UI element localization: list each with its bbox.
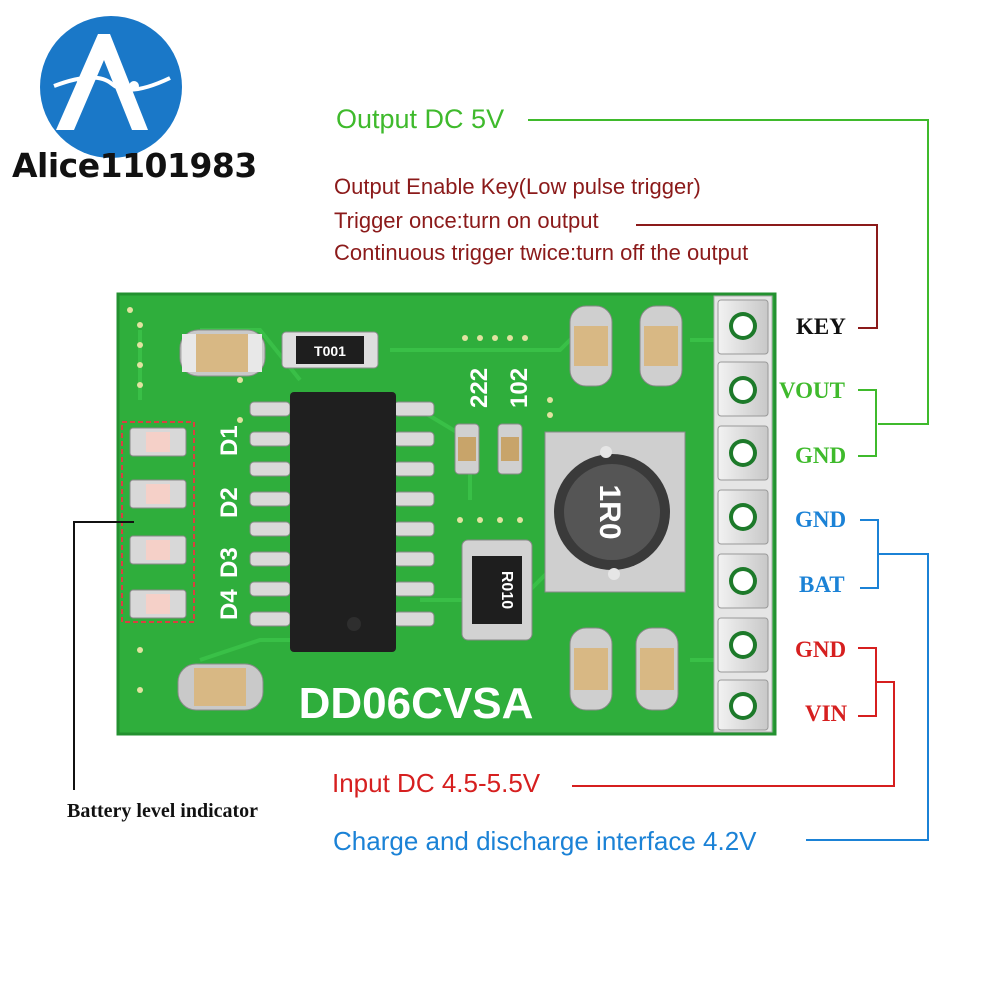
charge-callout: Charge and discharge interface 4.2V [333,826,757,856]
battery-leds [129,427,187,619]
current-sense-marking: R010 [498,571,515,609]
led-label-d1: D1 [216,425,243,456]
cap-marking-222: 222 [466,368,493,408]
inductor-marking: 1R0 [593,484,626,539]
key-callout-line2: Trigger once:turn on output [334,208,599,233]
key-callout-line1: Output Enable Key(Low pulse trigger) [334,174,701,199]
led-label-d4: D4 [216,589,243,620]
logo-text: Alice1101983 [12,146,257,185]
pin-label-gnd-out: GND [795,443,847,468]
led-label-d3: D3 [216,547,243,578]
key-callout-line3: Continuous trigger twice:turn off the ou… [334,240,749,265]
led-label-d2: D2 [216,487,243,518]
output-line [528,119,929,425]
key-line [636,224,878,329]
pin-label-key: KEY [796,314,846,339]
pin-label-gnd-bat: GND [795,507,847,532]
cap-marking-102: 102 [506,368,533,408]
logo-mark [40,16,182,158]
battery-line [73,521,134,790]
resistor-marking: T001 [314,343,346,359]
pin-label-gnd-in: GND [795,637,847,662]
battery-callout: Battery level indicator [67,800,259,822]
input-line [572,681,895,787]
header-pins [713,295,773,733]
pin-label-vin: VIN [805,701,848,726]
output-callout: Output DC 5V [336,104,505,134]
ic-chip [290,392,396,652]
charge-line [806,553,929,841]
input-callout: Input DC 4.5-5.5V [332,768,541,798]
board-name: DD06CVSA [299,679,534,728]
pin-label-bat: BAT [799,572,845,597]
pin-label-vout: VOUT [779,378,845,403]
